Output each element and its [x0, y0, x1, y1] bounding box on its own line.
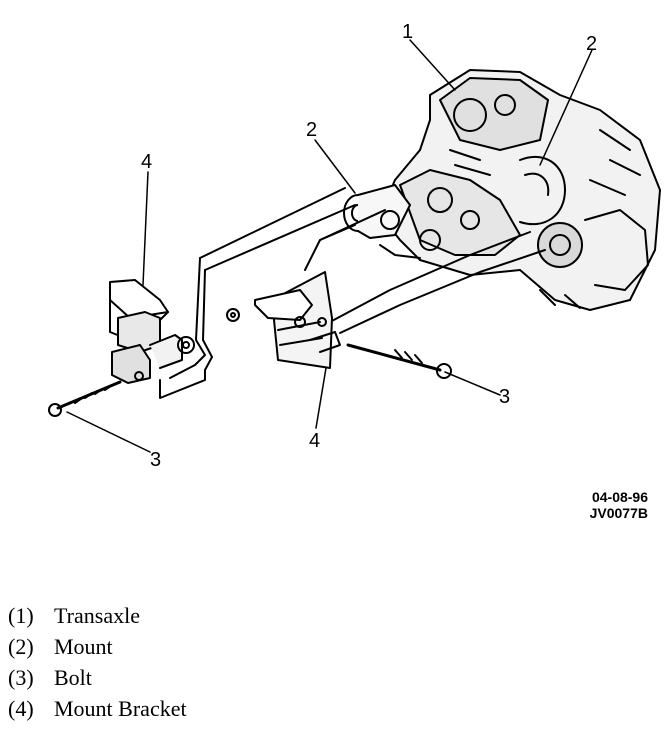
legend-label: Transaxle	[54, 603, 140, 628]
left-mount-bracket-drawing	[109, 279, 195, 384]
legend-number: (3)	[8, 665, 34, 690]
legend-item: (2) Mount	[8, 631, 187, 662]
legend-number: (2)	[8, 634, 34, 659]
callout-mount-top-right: 2	[586, 33, 597, 55]
frame-rail-outline	[159, 187, 546, 399]
leader-lines	[66, 39, 593, 453]
legend-label: Mount	[54, 634, 113, 659]
callout-transaxle: 1	[402, 21, 413, 43]
callout-mount-left: 2	[306, 119, 317, 141]
right-bolt-drawing	[346, 343, 452, 379]
right-mount-bracket-drawing	[226, 271, 341, 369]
left-bolt-drawing	[48, 380, 122, 417]
legend-number: (1)	[8, 603, 34, 628]
legend-item: (3) Bolt	[8, 662, 187, 693]
legend-item: (4) Mount Bracket	[8, 693, 187, 724]
callout-bracket-right: 4	[309, 430, 320, 452]
legend-number: (4)	[8, 696, 34, 721]
figure-code: JV0077B	[589, 505, 648, 521]
legend-label: Bolt	[54, 665, 92, 690]
callout-bracket-left: 4	[141, 151, 152, 173]
transaxle-drawing	[343, 69, 661, 311]
transaxle-mount-diagram: 1 2 2 4 4 3 3	[48, 21, 661, 471]
parts-legend: (1) Transaxle (2) Mount (3) Bolt (4) Mount B…	[8, 600, 187, 724]
callout-bolt-left: 3	[150, 449, 161, 471]
callout-bolt-right: 3	[499, 386, 510, 408]
legend-label: Mount Bracket	[54, 696, 187, 721]
figure-date: 04-08-96	[591, 489, 648, 505]
legend-item: (1) Transaxle	[8, 600, 187, 631]
